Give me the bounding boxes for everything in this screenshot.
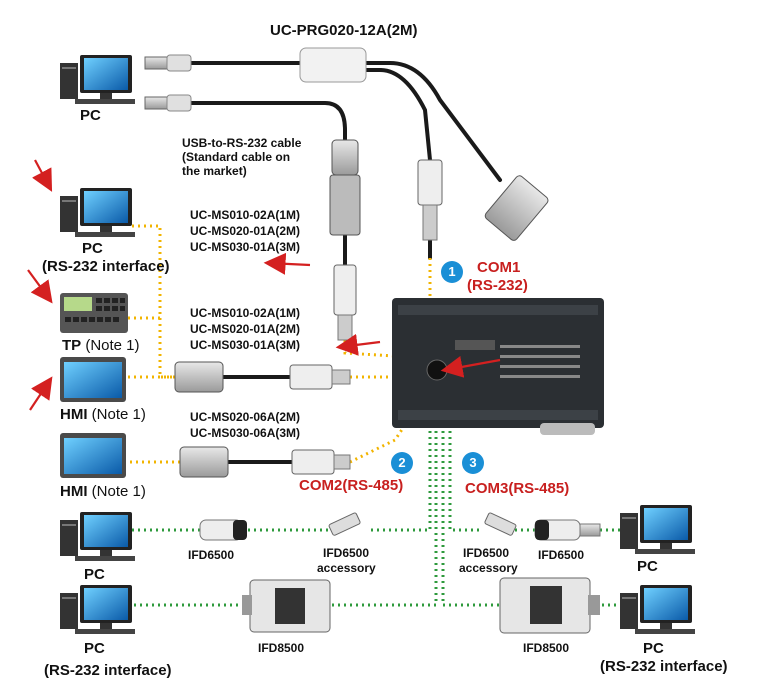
ifd6500-left-icon	[199, 519, 247, 541]
pc-ifd6500-left-label: PC	[84, 566, 105, 583]
ifd6500-acc-right-1: IFD6500	[463, 546, 510, 560]
com2-badge: 2	[391, 452, 413, 474]
pc-rs232-left-label: PC	[82, 240, 103, 257]
ifd6500-acc-left-2: accessory	[317, 561, 376, 575]
tp-name: TP	[62, 337, 82, 354]
ifd8500-right-label: IFD8500	[523, 641, 570, 655]
ifd6500-right-icon	[534, 519, 601, 541]
tp-note: (Note 1)	[81, 337, 140, 354]
ms-b-3: UC-MS030-01A(3M)	[190, 338, 301, 352]
hmi-2-note: (Note 1)	[87, 483, 146, 500]
hmi-2-label: HMI (Note 1)	[60, 483, 146, 501]
com1-sub: (RS-232)	[467, 277, 528, 294]
ifd8500-right-icon	[499, 577, 600, 634]
ifd8500-left-icon	[242, 579, 331, 633]
pc-top-icon	[60, 55, 135, 104]
pc-ifd8500-right-label: PC	[643, 640, 664, 657]
db9-horizontal-hmi1-icon	[174, 361, 351, 393]
ifd6500-right-label: IFD6500	[538, 548, 585, 562]
pc-ifd6500-right-icon	[620, 505, 695, 554]
ms-c-2: UC-MS030-06A(3M)	[190, 426, 301, 440]
cable-label-usb-rs232: USB-to-RS-232 cable (Standard cable on t…	[182, 136, 302, 178]
rs485-lines	[130, 425, 620, 607]
pc-ifd6500-right-label: PC	[637, 558, 658, 575]
ms-a-3: UC-MS030-01A(3M)	[190, 240, 301, 254]
com2-title: COM2(RS-485)	[299, 477, 404, 494]
usb-plug-top-icon	[144, 54, 192, 112]
rj45-right-icon	[484, 512, 517, 536]
ms-b-2: UC-MS020-01A(2M)	[190, 322, 301, 336]
com3-title: COM3(RS-485)	[465, 480, 570, 497]
pc-top-label: PC	[80, 107, 101, 124]
pc-ifd8500-left-icon	[60, 585, 135, 634]
pc-ifd8500-left-label: PC	[84, 640, 105, 657]
hmi-2-name: HMI	[60, 483, 88, 500]
red-arrows	[27, 159, 501, 411]
tp-panel-icon	[60, 293, 128, 333]
rj45-left-icon	[328, 512, 361, 536]
ifd6500-left-label: IFD6500	[188, 548, 235, 562]
ifd6500-acc-left-1: IFD6500	[323, 546, 370, 560]
pc-ifd8500-right-sub: (RS-232 interface)	[600, 658, 728, 675]
ms-a-1: UC-MS010-02A(1M)	[190, 208, 301, 222]
hmi-1-note: (Note 1)	[87, 406, 146, 423]
hmi-2-icon	[60, 433, 126, 478]
pc-ifd6500-left-icon	[60, 512, 135, 561]
pc-ifd8500-right-icon	[620, 585, 695, 634]
pc-rs232-left-sub: (RS-232 interface)	[42, 258, 170, 275]
mini-din-plug-icon	[417, 159, 443, 241]
ms-b-1: UC-MS010-02A(1M)	[190, 306, 301, 320]
hmi-1-name: HMI	[60, 406, 88, 423]
hmi-1-icon	[60, 357, 126, 402]
com1-badge: 1	[441, 261, 463, 283]
ifd8500-left-label: IFD8500	[258, 641, 305, 655]
pc-ifd8500-left-sub: (RS-232 interface)	[44, 662, 172, 679]
hmi-1-label: HMI (Note 1)	[60, 406, 146, 424]
pc-rs232-left-icon	[60, 188, 135, 237]
ifd6500-acc-right-2: accessory	[459, 561, 518, 575]
usb-converter-box	[299, 47, 367, 83]
ms-c-1: UC-MS020-06A(2M)	[190, 410, 301, 424]
tp-label: TP (Note 1)	[62, 337, 140, 355]
db9-connector-right-icon	[484, 175, 549, 241]
db9-horizontal-hmi2-icon	[179, 446, 351, 478]
cable-label-uc-prg: UC-PRG020-12A(2M)	[270, 22, 418, 39]
cable-lines	[188, 61, 502, 464]
com1-title: COM1	[477, 259, 521, 276]
plc-unit	[392, 298, 604, 435]
db9-connector-vertical-icon	[329, 139, 361, 341]
ms-a-2: UC-MS020-01A(2M)	[190, 224, 301, 238]
com3-badge: 3	[462, 452, 484, 474]
